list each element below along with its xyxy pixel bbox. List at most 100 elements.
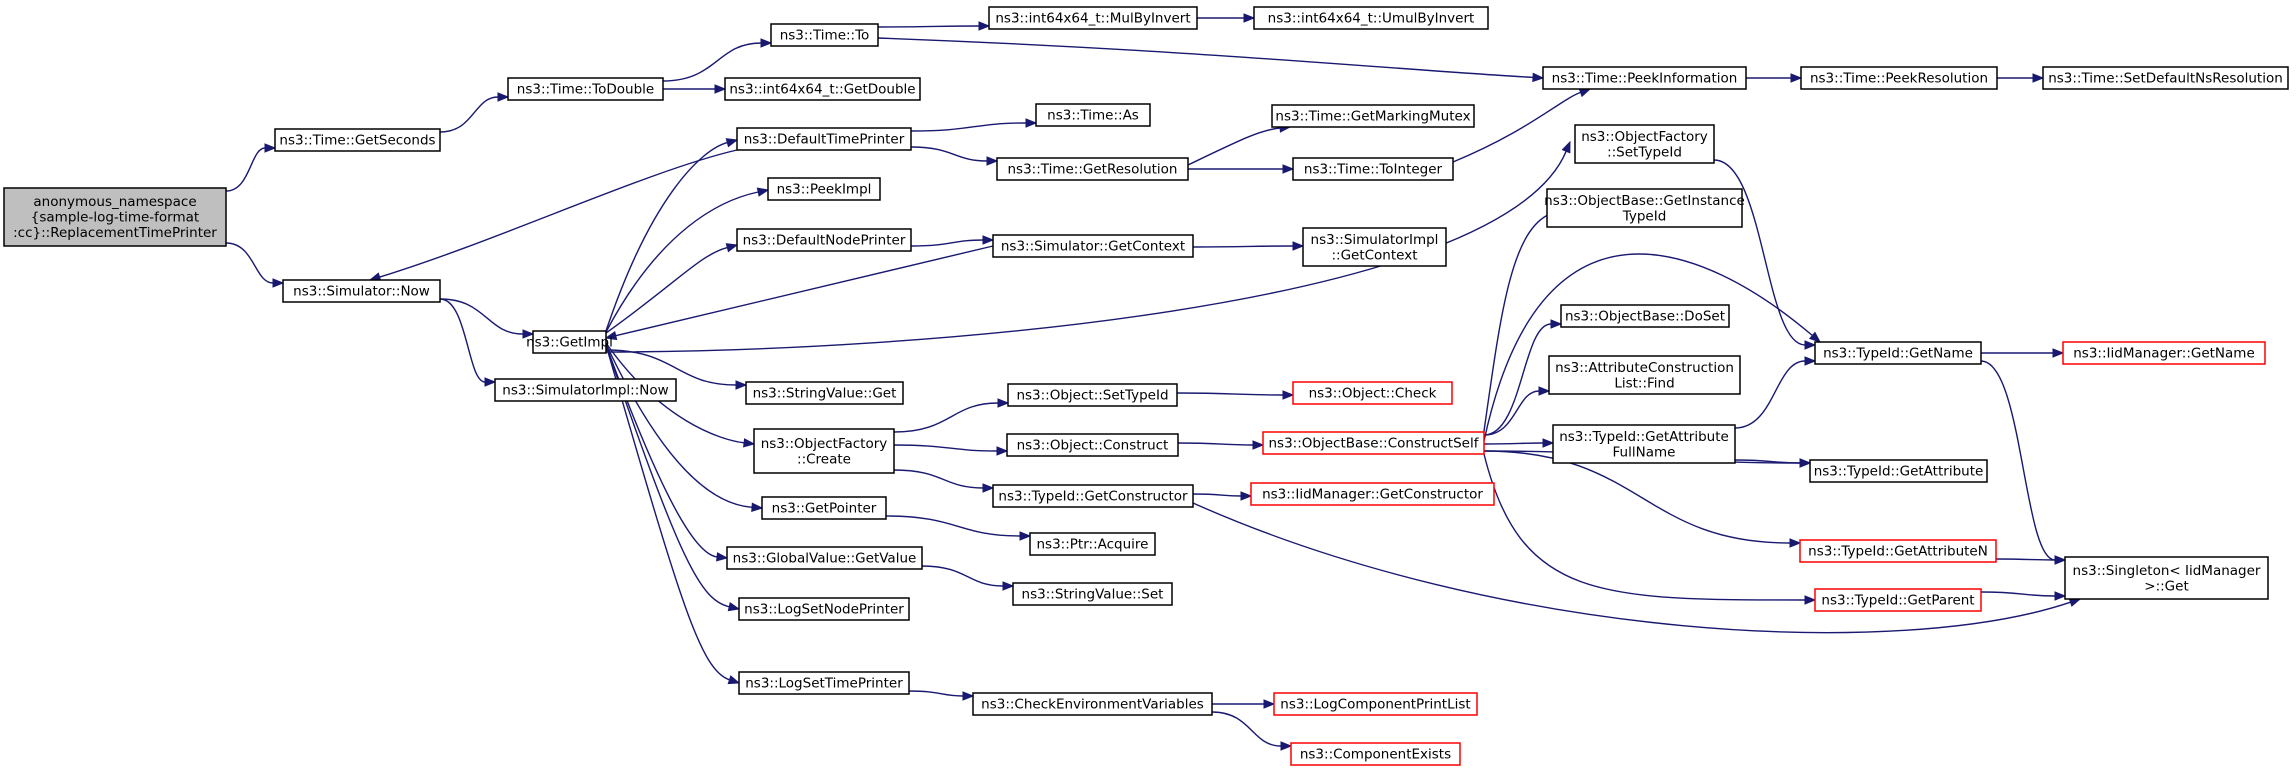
edge-gvGetValue-to-strValSet (921, 565, 1015, 591)
node-tidGetAttrN[interactable]: ns3::TypeId::GetAttributeN (1799, 539, 1997, 563)
node-box (738, 671, 910, 695)
node-label: ns3::Time::SetDefaultNsResolution (2048, 71, 2283, 87)
arrowhead-icon (1550, 319, 1563, 329)
edge-line (605, 343, 753, 508)
node-timeTo[interactable]: ns3::Time::To (770, 23, 879, 47)
arrowhead-icon (716, 552, 729, 562)
node-ptrAcquire[interactable]: ns3::Ptr::Acquire (1029, 532, 1156, 556)
arrowhead-icon (1804, 595, 1817, 605)
arrowhead-icon (727, 675, 741, 685)
node-peekImpl[interactable]: ns3::PeekImpl (767, 177, 881, 201)
edge-tidGetName-to-iidGetName (1981, 348, 2065, 358)
node-i64GetDouble[interactable]: ns3::int64x64_t::GetDouble (724, 77, 921, 101)
node-label: ns3::TypeId::GetAttribute (1814, 464, 1984, 480)
node-tidGetParent[interactable]: ns3::TypeId::GetParent (1814, 588, 1982, 612)
node-timeAs[interactable]: ns3::Time::As (1035, 103, 1151, 127)
node-box (770, 23, 879, 47)
node-label: ns3::Time::To (780, 28, 870, 44)
node-tidGetCtor[interactable]: ns3::TypeId::GetConstructor (992, 484, 1194, 508)
node-label: ns3::TypeId::GetAttributeN (1808, 544, 1988, 560)
arrowhead-icon (1263, 699, 1276, 709)
node-umulByInvert[interactable]: ns3::int64x64_t::UmulByInvert (1253, 6, 1489, 30)
edge-toDouble-to-i64GetDouble (663, 84, 727, 94)
arrowhead-icon (497, 92, 510, 102)
edge-line (439, 96, 499, 133)
node-label: ns3::SimulatorImpl (1311, 232, 1439, 248)
arrowhead-icon (1282, 164, 1295, 174)
node-strValGet[interactable]: ns3::StringValue::Get (745, 381, 904, 405)
edge-ofSetTypeId-to-tidGetName (1713, 159, 1817, 350)
node-getSeconds[interactable]: ns3::Time::GetSeconds (274, 128, 441, 152)
edge-constructSelf-to-tidGetAttrN (1483, 450, 1802, 548)
node-defNodePrinter[interactable]: ns3::DefaultNodePrinter (736, 228, 912, 252)
node-ofSetTypeId[interactable]: ns3::ObjectFactory::SetTypeId (1574, 124, 1715, 164)
node-obDoSet[interactable]: ns3::ObjectBase::DoSet (1560, 304, 1730, 328)
node-getResolution[interactable]: ns3::Time::GetResolution (996, 157, 1189, 181)
node-defTimePrinter[interactable]: ns3::DefaultTimePrinter (736, 127, 912, 151)
node-label: ns3::int64x64_t::UmulByInvert (1268, 11, 1475, 27)
arrowhead-icon (604, 330, 618, 341)
edge-objSetTypeId-to-objCheck (1176, 390, 1295, 400)
edge-mulByInvert-to-umulByInvert (1197, 13, 1256, 23)
node-tidGetName[interactable]: ns3::TypeId::GetName (1814, 341, 1982, 365)
node-label: ns3::Time::GetMarkingMutex (1275, 109, 1470, 125)
edge-checkEnv-to-logCompPrintList (1211, 699, 1276, 709)
node-box (1007, 383, 1178, 407)
node-peekResolution[interactable]: ns3::Time::PeekResolution (1800, 66, 1998, 90)
node-simGetContext[interactable]: ns3::Simulator::GetContext (992, 234, 1194, 258)
node-logSetNode[interactable]: ns3::LogSetNodePrinter (738, 597, 910, 621)
node-strValSet[interactable]: ns3::StringValue::Set (1012, 582, 1173, 606)
node-gvGetValue[interactable]: ns3::GlobalValue::GetValue (726, 546, 923, 570)
node-iidGetCtor[interactable]: ns3::IidManager::GetConstructor (1250, 482, 1495, 506)
edge-getImpl-to-ofCreate (605, 342, 756, 448)
node-box (996, 157, 1189, 181)
edge-peekInformation-to-peekResolution (1745, 73, 1803, 83)
edge-getImpl-to-ofSetTypeId (605, 140, 1571, 353)
node-simNow[interactable]: ns3::Simulator::Now (282, 279, 441, 303)
node-logSetTime[interactable]: ns3::LogSetTimePrinter (738, 671, 910, 695)
node-label: ns3::SimulatorImpl::Now (502, 383, 668, 399)
node-box (1029, 532, 1156, 556)
arrowhead-icon (996, 446, 1009, 456)
node-root[interactable]: anonymous_namespace{sample-log-time-form… (3, 187, 227, 247)
node-singletonGet[interactable]: ns3::Singleton< IidManager>::Get (2064, 556, 2269, 600)
node-tidGetAttribute[interactable]: ns3::TypeId::GetAttribute (1809, 459, 1988, 483)
node-label: ns3::LogSetTimePrinter (745, 676, 903, 692)
node-logCompPrintList[interactable]: ns3::LogComponentPrintList (1273, 692, 1478, 716)
edge-getImpl-to-gvGetValue (605, 344, 729, 562)
node-label: ns3::Time::ToInteger (1304, 162, 1443, 178)
node-peekInformation[interactable]: ns3::Time::PeekInformation (1542, 66, 1747, 90)
edge-line (1192, 493, 1242, 497)
node-iidGetName[interactable]: ns3::IidManager::GetName (2062, 341, 2266, 365)
arrowhead-icon (1808, 331, 1822, 343)
node-simImplNow[interactable]: ns3::SimulatorImpl::Now (494, 378, 677, 402)
node-getPointer[interactable]: ns3::GetPointer (761, 496, 887, 520)
node-objConstruct[interactable]: ns3::Object::Construct (1006, 433, 1179, 457)
node-setDefaultNsRes[interactable]: ns3::Time::SetDefaultNsResolution (2042, 66, 2289, 90)
node-box (1542, 66, 1747, 90)
node-mulByInvert[interactable]: ns3::int64x64_t::MulByInvert (988, 6, 1198, 30)
node-label: ns3::TypeId::GetName (1823, 346, 1973, 362)
node-objSetTypeId[interactable]: ns3::Object::SetTypeId (1007, 383, 1178, 407)
edge-line (1177, 442, 1254, 446)
node-getMarkingMutex[interactable]: ns3::Time::GetMarkingMutex (1271, 104, 1475, 128)
node-toDouble[interactable]: ns3::Time::ToDouble (507, 77, 664, 101)
node-compExists[interactable]: ns3::ComponentExists (1290, 742, 1461, 766)
node-objCheck[interactable]: ns3::Object::Check (1292, 381, 1453, 405)
node-getImpl[interactable]: ns3::GetImpl (526, 330, 613, 354)
edge-line (908, 690, 964, 697)
edge-line (605, 150, 1567, 353)
node-box (1800, 66, 1998, 90)
node-constructSelf[interactable]: ns3::ObjectBase::ConstructSelf (1262, 431, 1485, 455)
node-simImplGetContext[interactable]: ns3::SimulatorImpl::GetContext (1302, 227, 1447, 267)
edge-getSeconds-to-toDouble (439, 92, 510, 133)
node-toInteger[interactable]: ns3::Time::ToInteger (1292, 157, 1454, 181)
node-checkEnv[interactable]: ns3::CheckEnvironmentVariables (972, 692, 1213, 716)
node-ofCreate[interactable]: ns3::ObjectFactory::Create (753, 428, 895, 474)
edge-tidGetAttrN-to-singletonGet (1995, 555, 2067, 565)
edge-root-to-simNow (225, 242, 285, 288)
